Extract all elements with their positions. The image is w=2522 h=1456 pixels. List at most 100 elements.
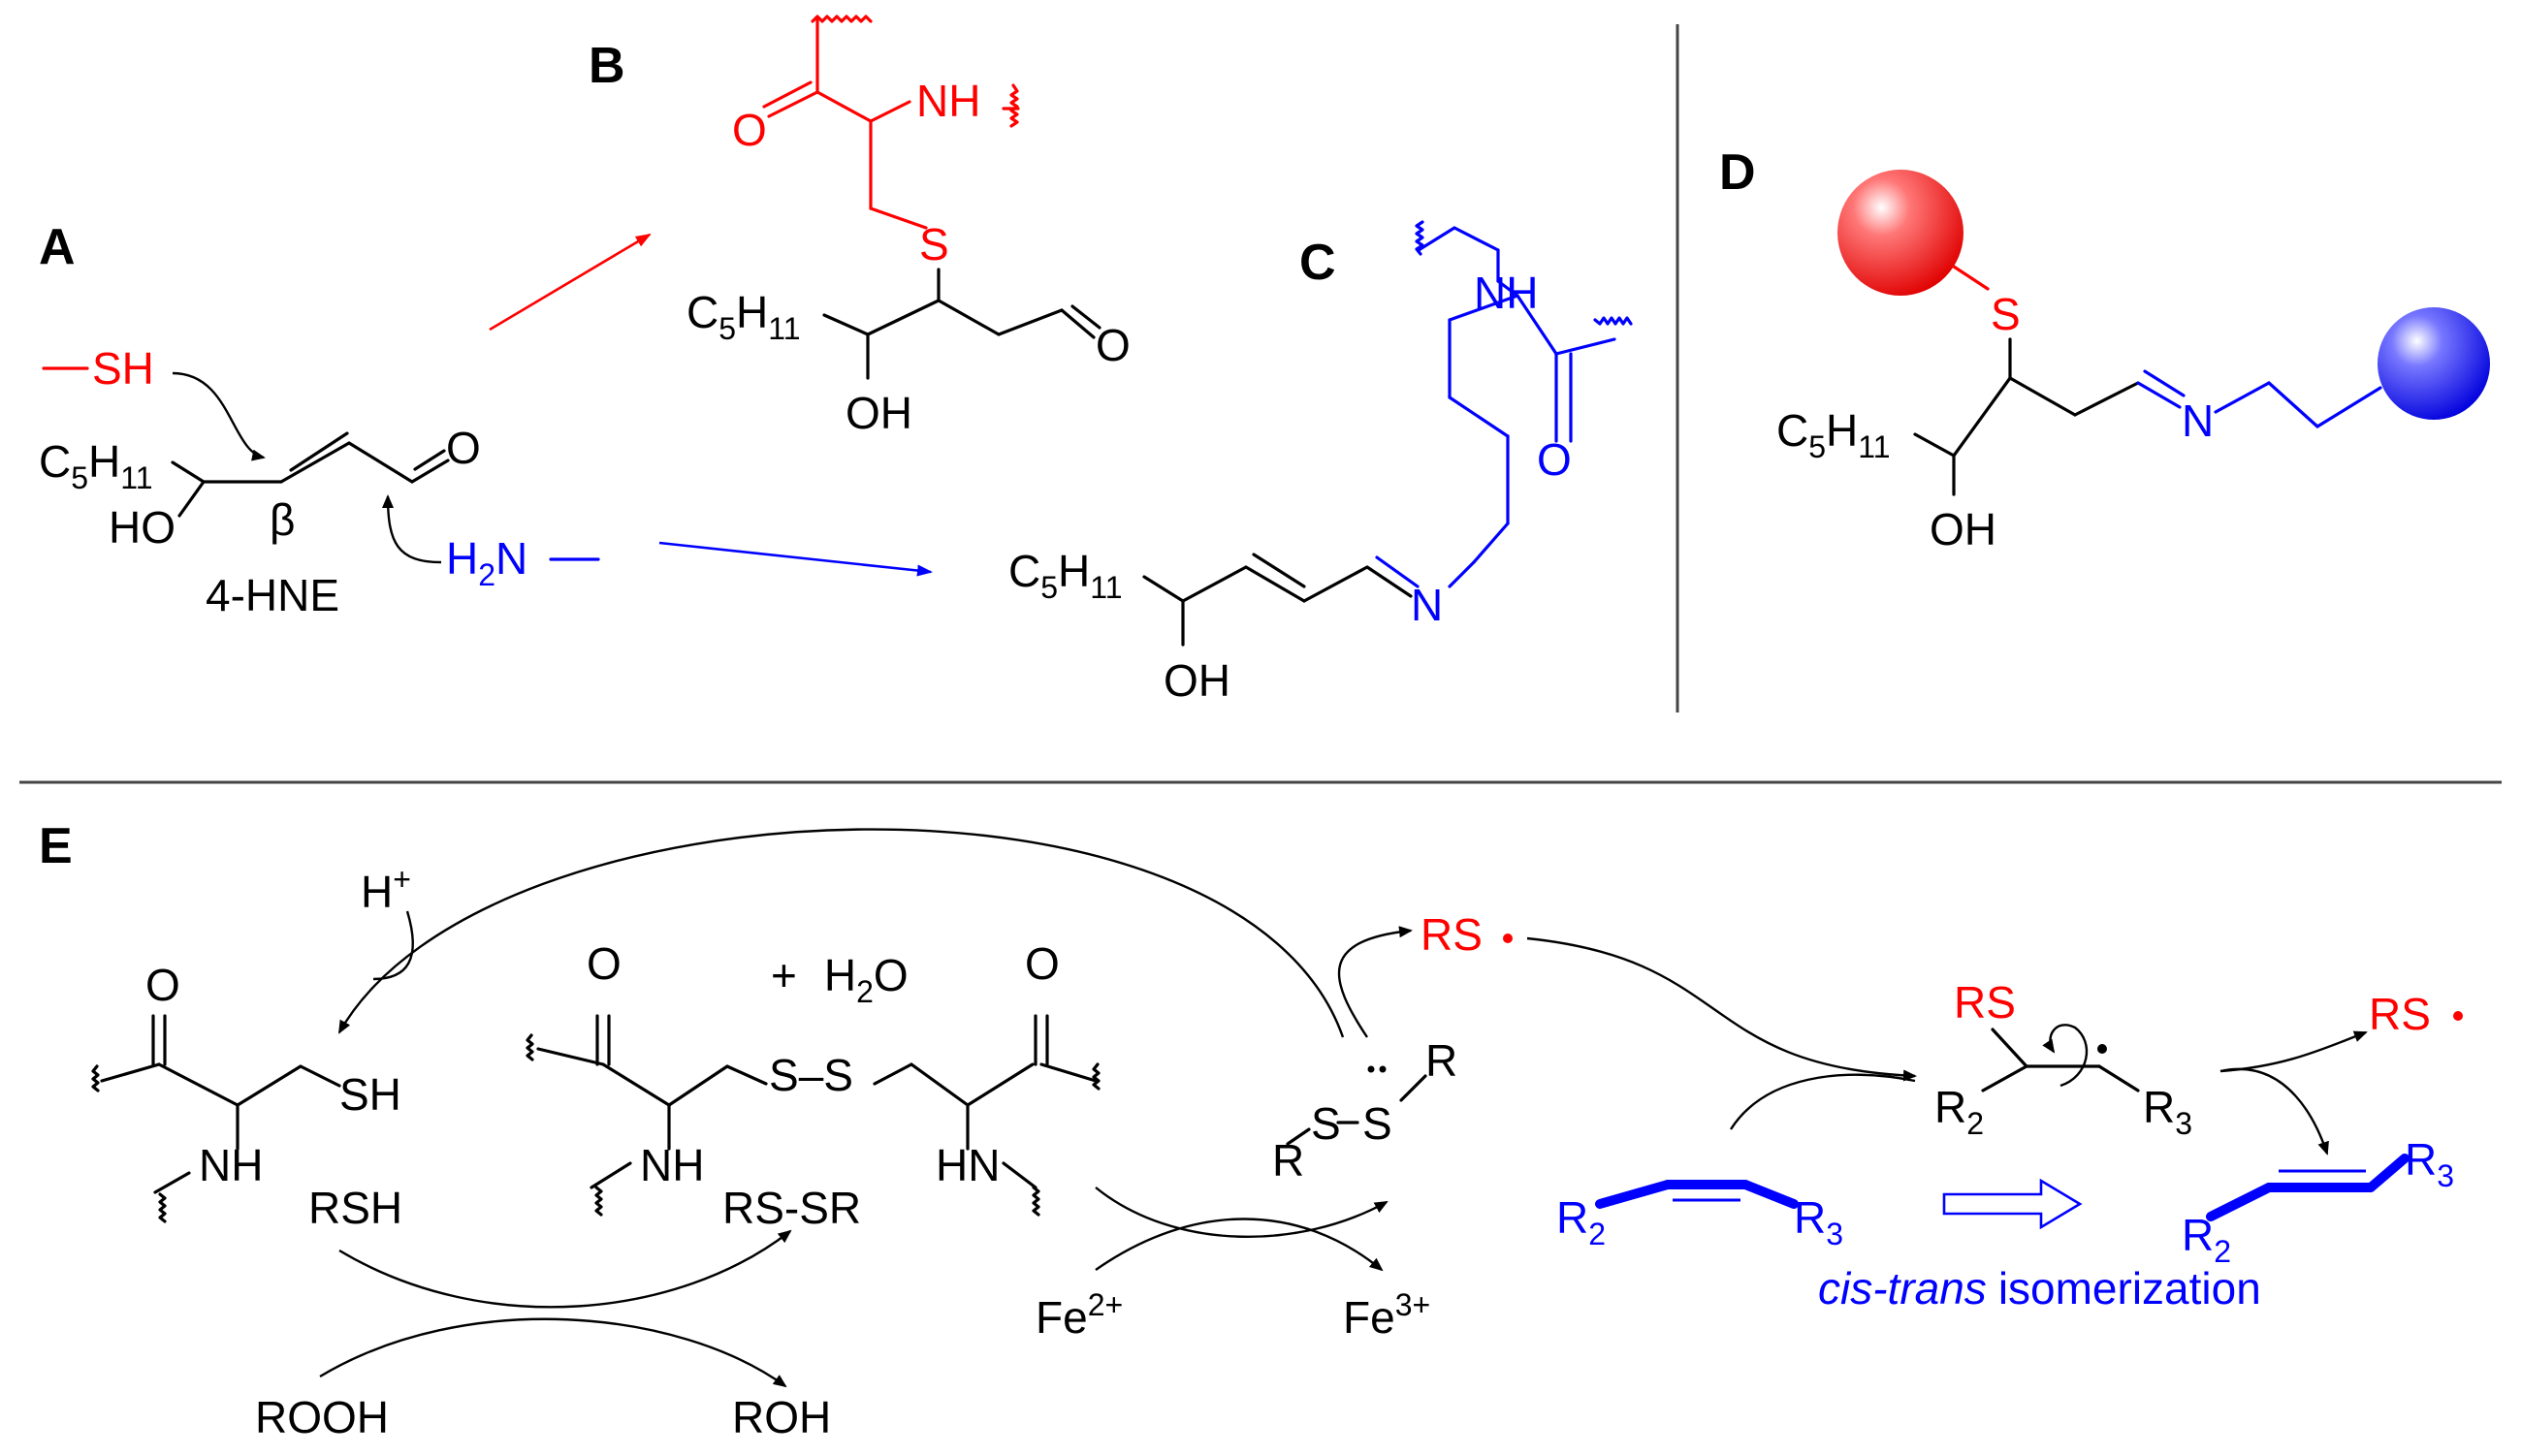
hne-carbonyl-oxygen: O — [446, 423, 481, 473]
alkene-addition-arrow — [1729, 1073, 1916, 1130]
sphere-sulfur-bond — [1952, 265, 1990, 291]
panel-label-b: B — [589, 38, 625, 94]
panel-label-c: C — [1299, 235, 1336, 291]
adduct-skeleton-b — [822, 268, 1101, 380]
cysteine-thiol: SH — [339, 1069, 401, 1120]
intermediate-r3: R3 — [2143, 1082, 2192, 1141]
cystine-nh: NH — [640, 1140, 704, 1190]
thiyl-radical-1: RS — [1421, 909, 1483, 960]
intermediate-rs: RS — [1954, 977, 2016, 1028]
beta-carbon-label: β — [270, 494, 295, 545]
panel-a: A SH C5H11 O HO β 4-HNE H2N — [39, 219, 933, 620]
carbonyl-oxygen-c: O — [1537, 434, 1572, 485]
imine-skeleton-c — [1142, 553, 1413, 647]
iron-oxidation-arrow — [1095, 1218, 1384, 1272]
chain-label-b: C5H11 — [686, 287, 800, 346]
radical-r1: R — [1272, 1135, 1304, 1186]
hne-skeleton — [171, 431, 450, 518]
hydroxyl-c: OH — [1164, 655, 1230, 706]
imine-linker-d — [2136, 369, 2382, 428]
amide-nh-b: NH — [916, 76, 980, 126]
cysteine-backbone-b — [762, 15, 1020, 230]
protein-blue-sphere — [2378, 307, 2490, 420]
chain-label-c: C5H11 — [1008, 546, 1122, 605]
cis-alkene — [1595, 1180, 1799, 1209]
trans-r3: R3 — [2405, 1134, 2454, 1193]
thiyl-radical-dot-2 — [2453, 1011, 2463, 1021]
imine-double-bond-c — [1375, 555, 1420, 588]
protein-red-sphere — [1837, 170, 1963, 296]
chain-label-d: C5H11 — [1776, 405, 1890, 464]
carbonyl-oxygen-b: O — [732, 105, 767, 155]
thiyl-release-arrow — [1338, 926, 1413, 1038]
ferrous-label: Fe2+ — [1036, 1287, 1123, 1343]
intermediate-r2: R2 — [1934, 1082, 1984, 1141]
cysteine-e — [91, 1014, 341, 1223]
cysteine-oxygen: O — [145, 960, 180, 1010]
proton-label: H+ — [361, 862, 411, 917]
radical-dot-2 — [1379, 1065, 1387, 1073]
amine-reaction-arrow — [658, 541, 933, 577]
cystine-oxygen-left: O — [587, 938, 622, 989]
panel-label-e: E — [39, 818, 73, 874]
hydroxyl-b: OH — [846, 388, 912, 438]
panel-b: B O NH S C5H11 O — [589, 15, 1131, 438]
hne-name: 4-HNE — [206, 570, 339, 620]
panel-label-d: D — [1719, 144, 1756, 201]
thiol-label: SH — [92, 343, 154, 394]
radical-s2: S — [1362, 1098, 1392, 1149]
rsh-label: RSH — [308, 1183, 402, 1233]
rooh-label: ROOH — [255, 1392, 389, 1442]
thiol-attack-arrow — [172, 371, 266, 461]
imine-nitrogen-c: N — [1411, 580, 1443, 630]
thiyl-elimination-arrow — [2219, 1067, 2329, 1155]
amide-nh-c: NH — [1474, 268, 1538, 318]
thiol-reaction-arrow — [489, 233, 652, 332]
thiyl-release-arrow-2 — [2219, 1030, 2368, 1073]
thiyl-radical-dot-1 — [1503, 934, 1513, 943]
trans-alkene — [2206, 1154, 2410, 1221]
cis-r2: R2 — [1556, 1192, 1606, 1251]
radical-dot-1 — [1367, 1065, 1375, 1073]
hydroxyl-d: OH — [1930, 504, 1996, 554]
peroxide-to-alcohol-arrow — [319, 1317, 787, 1388]
cysteine-nh: NH — [199, 1140, 263, 1190]
trans-r2: R2 — [2182, 1210, 2231, 1269]
thiyl-radical-2: RS — [2369, 989, 2431, 1039]
intermediate-skeleton — [1981, 1028, 2140, 1092]
water-label: +H2O — [771, 950, 909, 1009]
panel-c: C NH O C5H11 — [1008, 220, 1633, 706]
panel-d: D S C5H11 N OH — [1719, 144, 2490, 554]
bond-rotation-arrow — [2042, 1024, 2089, 1088]
thiyl-addition-arrow — [1526, 936, 1917, 1082]
imine-nitrogen-d: N — [2182, 396, 2214, 446]
regeneration-arrow — [337, 828, 1345, 1038]
cystine-oxygen-right: O — [1025, 938, 1060, 989]
cis-r3: R3 — [1794, 1192, 1843, 1251]
roh-label: ROH — [732, 1392, 831, 1442]
disulfide-to-radical-arrow — [1095, 1187, 1389, 1239]
aldehyde-oxygen-b: O — [1096, 320, 1131, 370]
disulfide-radical — [1286, 1074, 1427, 1146]
proton-arrow — [372, 910, 414, 981]
crosslink-skeleton-d — [1913, 337, 2140, 496]
radical-r2: R — [1425, 1035, 1457, 1086]
amine-attack-arrow — [382, 494, 442, 564]
rssr-label: RS-SR — [722, 1183, 861, 1233]
lysine-backbone-c — [1415, 220, 1633, 588]
panel-e: E H+ O SH NH RSH +H2O — [39, 818, 2463, 1442]
hne-chain-label: C5H11 — [39, 436, 152, 495]
thiol-to-disulfide-arrow — [338, 1229, 792, 1309]
sulfur-b: S — [919, 219, 949, 269]
isomerization-arrow — [1942, 1178, 2083, 1230]
carbon-radical-dot — [2097, 1044, 2107, 1054]
ferric-label: Fe3+ — [1343, 1287, 1430, 1343]
radical-s1: S — [1311, 1098, 1341, 1149]
panel-label-a: A — [39, 219, 76, 275]
hne-hydroxyl: HO — [109, 502, 176, 553]
amine-label: H2N — [446, 533, 527, 592]
cystine-e — [526, 1014, 1101, 1217]
sulfur-d: S — [1991, 289, 2021, 339]
